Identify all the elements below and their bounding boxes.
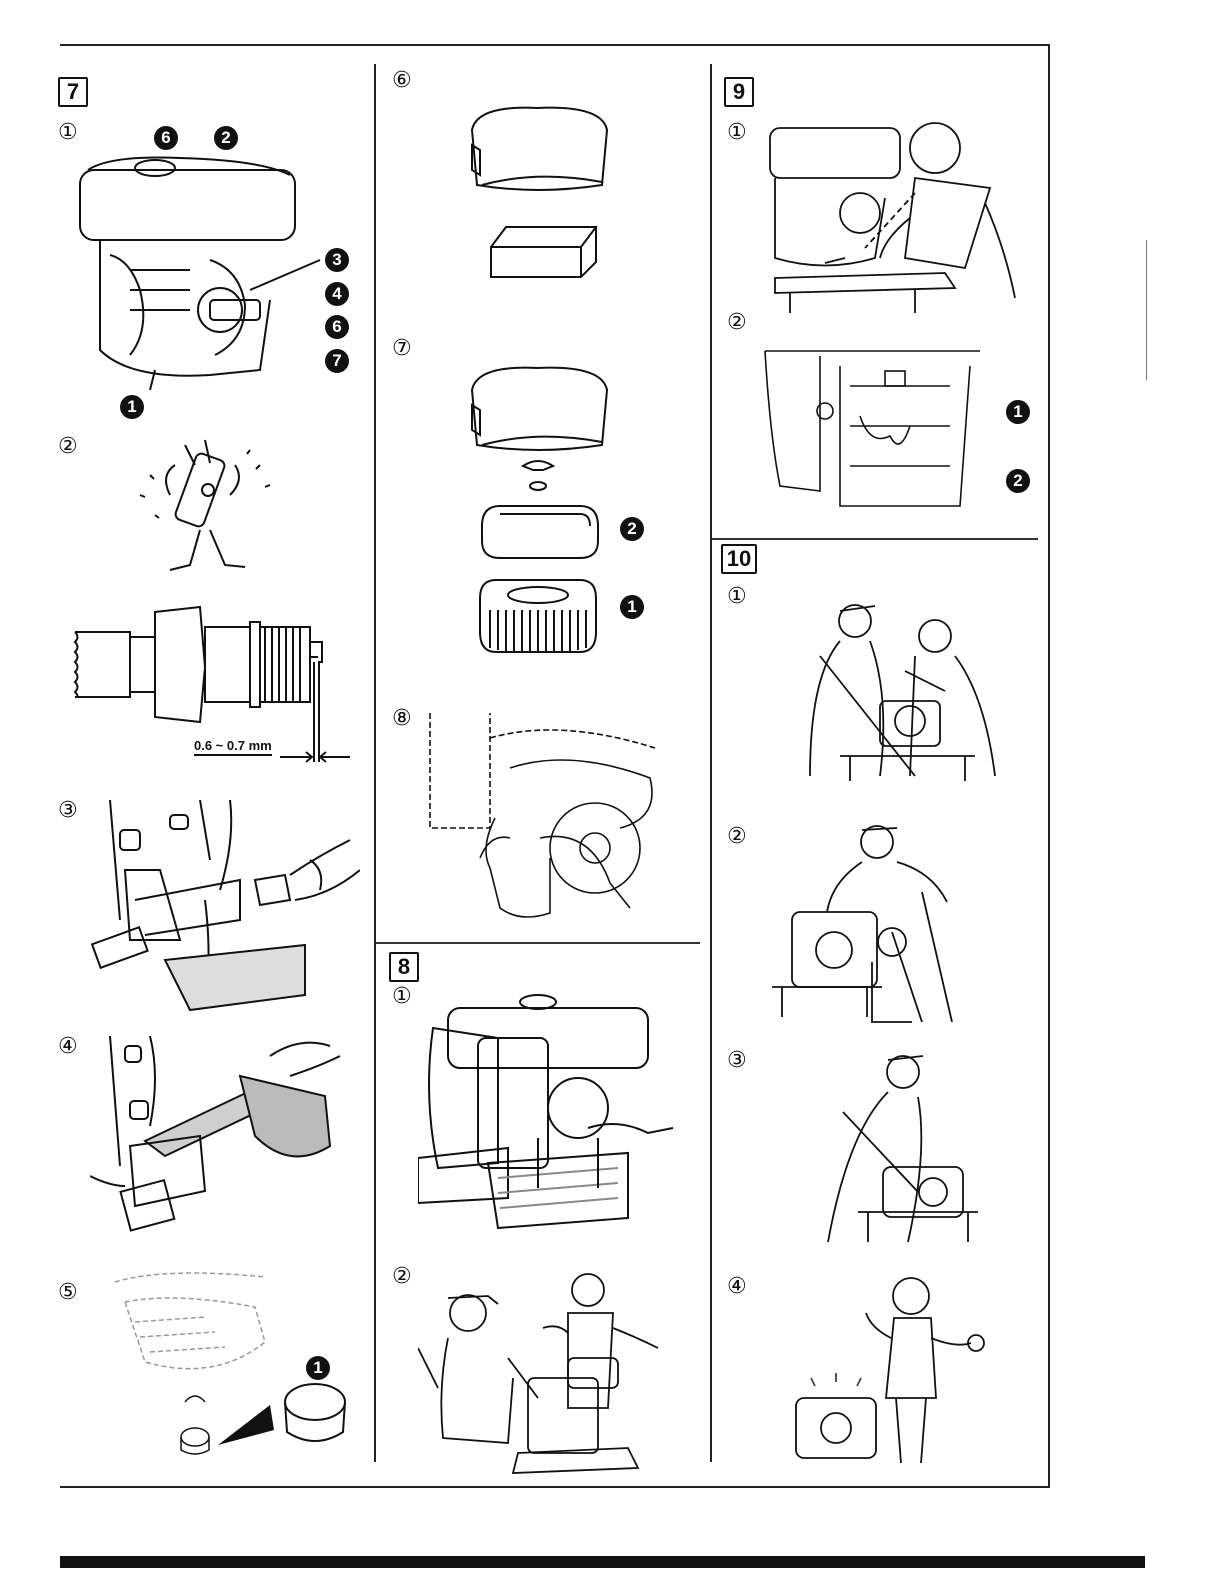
s7-callout-7: 7: [325, 349, 349, 373]
recoil-start-pair-illustration: [795, 596, 1010, 786]
wing-nut-icon: [518, 458, 558, 494]
s10-step-4: ④: [727, 1276, 747, 1298]
s8-step-2: ②: [392, 1266, 412, 1288]
s-mid-step-8: ⑧: [392, 708, 412, 730]
technician-consultation-illustration: [418, 1268, 680, 1476]
spark-plug-character-illustration: [130, 435, 280, 580]
section-8-label: 8: [389, 952, 419, 982]
s10-step-2: ②: [727, 826, 747, 848]
section-9-label: 9: [724, 77, 754, 107]
s7-step-3: ③: [58, 800, 78, 822]
recoil-start-solo-illustration: [808, 1052, 983, 1247]
s-mid-step-6: ⑥: [392, 70, 412, 92]
section-divider-10: [712, 538, 1038, 540]
s7-callout-3: 3: [325, 248, 349, 272]
section-divider-8: [376, 942, 700, 944]
spark-plug-inspection-illustration: [765, 108, 1030, 313]
foam-element-illustration: [486, 222, 602, 282]
column-divider-2: [710, 64, 712, 1462]
s7-callout-1: 1: [120, 395, 144, 419]
s10-step-1: ①: [727, 586, 747, 608]
spark-plug-gap-label: 0.6 ~ 0.7 mm: [194, 738, 272, 756]
s7-step-2: ②: [58, 436, 78, 458]
s-mid-step-7: ⑦: [392, 338, 412, 360]
engine-tilt-drain-illustration: [418, 988, 678, 1243]
section-10-label: 10: [721, 544, 757, 574]
s7-step5-callout-1: 1: [306, 1356, 330, 1380]
carburetor-drain-illustration: [420, 708, 660, 933]
engine-wire-harness-illustration: [760, 346, 990, 521]
column-divider-1: [374, 64, 376, 1462]
s-mid-callout-1: 1: [620, 595, 644, 619]
scan-edge-mark: [1146, 240, 1147, 380]
s9-callout-1: 1: [1006, 400, 1030, 424]
s9-callout-2: 2: [1006, 469, 1030, 493]
air-cleaner-cover-2-illustration: [462, 360, 612, 460]
paper-filter-illustration: [476, 570, 600, 660]
section-7-label: 7: [58, 77, 88, 107]
s7-step-5: ⑤: [58, 1282, 78, 1304]
engine-illustration: [70, 140, 330, 390]
s7-callout-4: 4: [325, 282, 349, 306]
s9-step-2: ②: [727, 312, 747, 334]
s7-callout-5: 6: [154, 126, 178, 150]
page-footer-bar: [60, 1556, 1145, 1568]
air-cleaner-cover-illustration: [462, 100, 612, 200]
s10-step-3: ③: [727, 1050, 747, 1072]
wedge-arrow-icon: [218, 1400, 274, 1450]
s-mid-callout-2: 2: [620, 517, 644, 541]
s7-callout-2: 2: [214, 126, 238, 150]
oil-strainer-cap-illustration: [275, 1380, 355, 1455]
s9-step-1: ①: [727, 122, 747, 144]
operator-thumbs-up-illustration: [786, 1268, 996, 1468]
lesson-demo-illustration: [772, 822, 982, 1032]
oil-refill-illustration: [90, 1036, 360, 1251]
s8-step-1: ①: [392, 986, 412, 1008]
s7-step-4: ④: [58, 1036, 78, 1058]
oil-drain-illustration: [90, 800, 360, 1015]
s7-callout-6: 6: [325, 315, 349, 339]
foam-filter-illustration: [480, 496, 600, 566]
